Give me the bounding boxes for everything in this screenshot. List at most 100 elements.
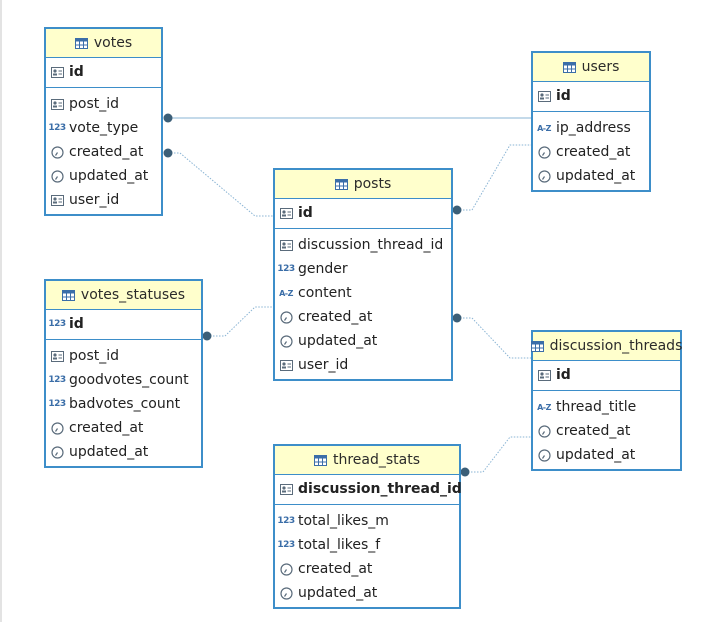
primary-key-column[interactable]: discussion_thread_id <box>275 477 462 501</box>
table-header[interactable]: votes <box>46 29 161 58</box>
numeric-type-icon: 123 <box>277 516 295 526</box>
table-header[interactable]: posts <box>275 170 451 199</box>
column-name: total_likes_f <box>298 537 381 553</box>
relationship-thread-stats-discussion-threads[interactable] <box>465 436 531 473</box>
text-type-icon: A-Z <box>537 402 551 412</box>
clock-icon <box>50 445 64 459</box>
column-name: gender <box>298 261 348 277</box>
table-column[interactable]: updated_at <box>46 164 161 188</box>
table-title: thread_stats <box>332 452 421 468</box>
relationship-endpoint-dot <box>452 313 462 323</box>
table-title: votes <box>93 35 133 51</box>
table-column[interactable]: created_at <box>46 140 161 164</box>
key-column-icon <box>279 358 293 372</box>
table-column[interactable]: updated_at <box>533 164 649 188</box>
column-name: total_likes_m <box>298 513 389 529</box>
table-column[interactable]: updated_at <box>275 581 459 605</box>
column-name: thread_title <box>556 399 637 415</box>
primary-key-section: id <box>533 361 680 391</box>
table-column[interactable]: created_at <box>46 416 201 440</box>
table-column[interactable]: post_id <box>46 92 161 116</box>
primary-key-column[interactable]: id <box>46 60 161 84</box>
column-name: created_at <box>298 309 373 325</box>
clock-icon <box>279 334 293 348</box>
table-column[interactable]: user_id <box>46 188 161 212</box>
clock-icon <box>279 562 293 576</box>
primary-key-column[interactable]: id <box>533 363 680 387</box>
primary-key-column[interactable]: id <box>533 84 649 108</box>
table-title: votes_statuses <box>80 287 186 303</box>
key-column-icon <box>50 97 64 111</box>
numeric-type-icon: 123 <box>48 375 66 385</box>
relationship-posts-users[interactable] <box>457 144 531 211</box>
column-name: updated_at <box>298 333 378 349</box>
column-name: id <box>298 205 313 221</box>
table-column[interactable]: post_id <box>46 344 201 368</box>
relationship-votes-posts[interactable] <box>168 152 273 217</box>
primary-key-section: discussion_thread_id <box>275 475 462 505</box>
key-column-icon <box>537 368 551 382</box>
table-column[interactable]: created_at <box>533 419 680 443</box>
table-column[interactable]: A-Z thread_title <box>533 395 680 419</box>
relationship-votes-statuses-posts[interactable] <box>207 306 273 337</box>
table-column[interactable]: created_at <box>275 305 451 329</box>
key-column-icon <box>50 193 64 207</box>
text-type-icon: A-Z <box>537 123 551 133</box>
clock-icon <box>537 145 551 159</box>
column-name: post_id <box>69 348 120 364</box>
table-icon <box>334 178 348 190</box>
column-name: id <box>556 88 571 104</box>
table-column[interactable]: user_id <box>275 353 451 377</box>
numeric-type-icon: 123 <box>48 123 66 133</box>
primary-key-section: id <box>275 199 451 229</box>
numeric-type-icon: 123 <box>277 540 295 550</box>
table-header[interactable]: thread_stats <box>275 446 459 475</box>
table-icon <box>74 37 88 49</box>
table-column[interactable]: created_at <box>275 557 459 581</box>
table-title: discussion_threads <box>549 338 683 354</box>
text-type-icon: A-Z <box>279 288 293 298</box>
clock-icon <box>50 169 64 183</box>
table-column[interactable]: updated_at <box>533 443 680 467</box>
table-column[interactable]: A-Z content <box>275 281 451 305</box>
column-name: content <box>298 285 352 301</box>
column-name: post_id <box>69 96 120 112</box>
numeric-type-icon: 123 <box>48 319 66 329</box>
table-header[interactable]: discussion_threads <box>530 332 683 361</box>
column-name: discussion_thread_id <box>298 481 462 497</box>
table-icon <box>313 454 327 466</box>
column-name: badvotes_count <box>69 396 181 412</box>
clock-icon <box>50 421 64 435</box>
table-header[interactable]: users <box>533 53 649 82</box>
table-column[interactable]: discussion_thread_id <box>275 233 451 257</box>
column-name: created_at <box>556 423 631 439</box>
table-column[interactable]: updated_at <box>46 440 201 464</box>
column-name: updated_at <box>556 447 636 463</box>
table-header[interactable]: votes_statuses <box>46 281 201 310</box>
table-column[interactable]: updated_at <box>275 329 451 353</box>
primary-key-column[interactable]: id <box>275 201 451 225</box>
numeric-type-icon: 123 <box>48 399 66 409</box>
table-column[interactable]: created_at <box>533 140 649 164</box>
relationship-endpoint-dot <box>460 467 470 477</box>
relationship-posts-discussion-threads[interactable] <box>457 317 531 359</box>
key-column-icon <box>279 482 293 496</box>
